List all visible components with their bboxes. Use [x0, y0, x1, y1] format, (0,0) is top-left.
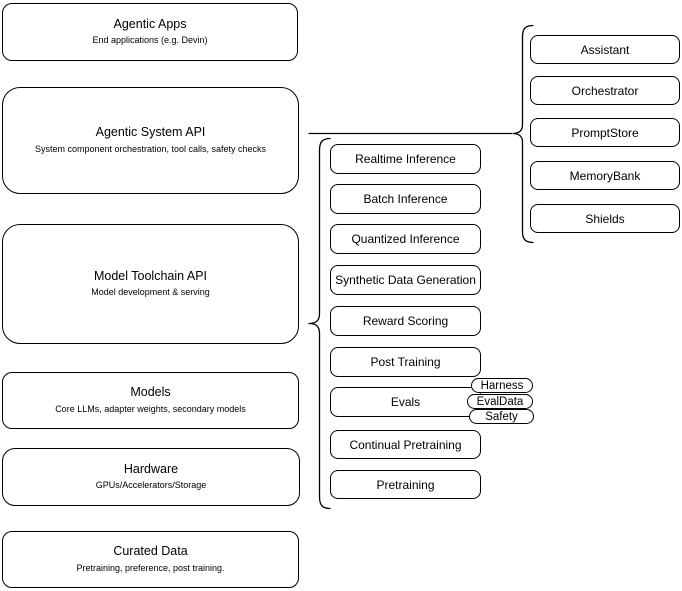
node-orchestrator: Orchestrator [530, 76, 680, 105]
node-model-toolchain-api: Model Toolchain API Model development & … [2, 224, 299, 344]
node-quantized-inference: Quantized Inference [330, 224, 481, 254]
node-subtitle: Model development & serving [91, 287, 210, 298]
node-promptstore: PromptStore [530, 118, 680, 147]
node-shields: Shields [530, 204, 680, 233]
node-hardware: Hardware GPUs/Accelerators/Storage [2, 448, 300, 506]
node-title: Models [130, 385, 171, 400]
node-synthetic-data-generation: Synthetic Data Generation [330, 265, 481, 295]
node-curated-data: Curated Data Pretraining, preference, po… [2, 531, 299, 588]
node-subtitle: Core LLMs, adapter weights, secondary mo… [55, 403, 246, 414]
node-title: Hardware [123, 461, 179, 476]
node-assistant: Assistant [530, 35, 680, 64]
node-models: Models Core LLMs, adapter weights, secon… [2, 372, 299, 429]
node-post-training: Post Training [330, 347, 481, 377]
node-batch-inference: Batch Inference [330, 184, 481, 214]
node-title: Agentic System API [95, 125, 206, 140]
node-memorybank: MemoryBank [530, 161, 680, 190]
tag-evaldata: EvalData [467, 394, 533, 409]
node-subtitle: System component orchestration, tool cal… [34, 143, 267, 154]
node-pretraining: Pretraining [330, 470, 481, 499]
node-agentic-apps: Agentic Apps End applications (e.g. Devi… [2, 3, 298, 61]
node-agentic-system-api: Agentic System API System component orch… [2, 87, 299, 194]
node-reward-scoring: Reward Scoring [330, 306, 481, 336]
node-title: Agentic Apps [113, 16, 187, 31]
node-subtitle: End applications (e.g. Devin) [92, 35, 208, 46]
tag-safety: Safety [469, 409, 534, 424]
node-subtitle: GPUs/Accelerators/Storage [95, 480, 207, 491]
node-subtitle: Pretraining, preference, post training. [76, 562, 225, 573]
node-realtime-inference: Realtime Inference [330, 144, 481, 174]
node-title: Model Toolchain API [93, 268, 208, 283]
node-title: Curated Data [113, 544, 188, 559]
node-continual-pretraining: Continual Pretraining [330, 430, 481, 459]
tag-harness: Harness [471, 378, 533, 393]
node-evals: Evals [330, 387, 481, 417]
brace-toolchain [308, 137, 331, 510]
